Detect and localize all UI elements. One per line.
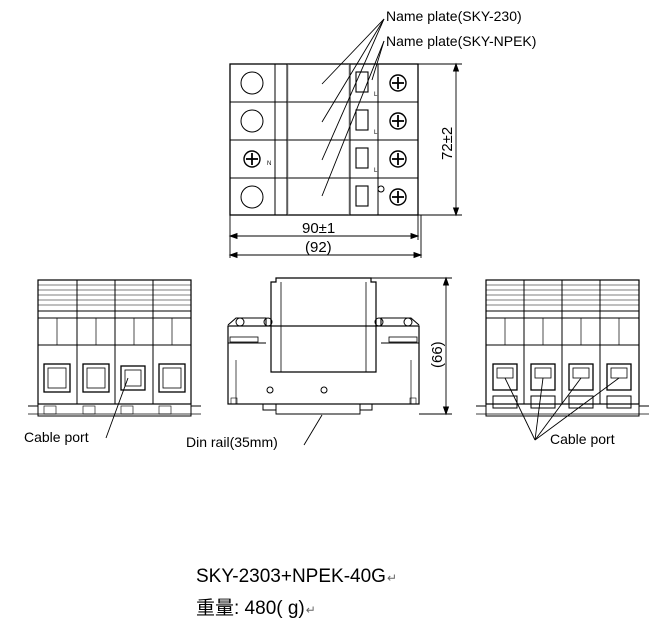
side-view: Din rail(35mm) (66) [186,276,452,450]
top-view: N L L L [228,8,536,259]
cable-port [158,363,186,393]
height-dimension [418,62,462,217]
cable-port [492,363,518,391]
window-slot [355,147,369,169]
name-plate-sky230-label: Name plate(SKY-230) [386,8,522,24]
cable-port [120,365,146,391]
ground-mark-icon [377,185,385,193]
terminal-l-label: L [374,92,378,98]
front-view-left: Cable port [24,279,201,445]
rear-view-right: Cable port [476,279,649,447]
terminal-screw-icon [389,188,407,206]
window-slot [355,71,369,93]
din-rail [262,404,373,411]
terminal-l-label: L [374,130,378,136]
cable-port [43,363,71,393]
name-plate-leaders [321,18,385,197]
cable-port [530,363,556,391]
terminal-screw-icon [389,74,407,92]
terminal-l-label: L [374,168,378,174]
weight-caption: 重量: 480( g)↵ [196,593,316,620]
terminal-screw-icon [243,150,261,168]
window-slot [355,185,369,207]
width-overall-value: (92) [305,239,332,256]
width-dimension-value: 90±1 [302,220,335,237]
indicator-circle [240,71,264,95]
return-mark: ↵ [386,571,398,585]
height-dimension-value: 72±2 [439,127,456,160]
screw-icon [403,317,413,327]
window-slot [355,109,369,131]
depth-dimension [371,276,452,416]
terminal-screw-icon [389,112,407,130]
cable-port [568,363,594,391]
terminal-n-label: N [267,161,271,167]
weight-value: 重量: 480( g) [196,598,305,619]
width-dimension [228,215,423,259]
model-caption: SKY-2303+NPEK-40G↵ [196,566,397,588]
cable-port [82,363,110,393]
din-rail-label: Din rail(35mm) [186,434,278,450]
return-mark: ↵ [305,603,316,617]
indicator-circle [240,109,264,133]
indicator-circle [240,185,264,209]
name-plate-npek-label: Name plate(SKY-NPEK) [386,33,536,49]
depth-dimension-value: (66) [429,341,446,368]
cable-port-left-label: Cable port [24,429,89,445]
cable-port-right-label: Cable port [550,431,615,447]
screw-icon [235,317,245,327]
cable-port [606,363,632,391]
model-name: SKY-2303+NPEK-40G [196,566,386,587]
terminal-screw-icon [389,150,407,168]
